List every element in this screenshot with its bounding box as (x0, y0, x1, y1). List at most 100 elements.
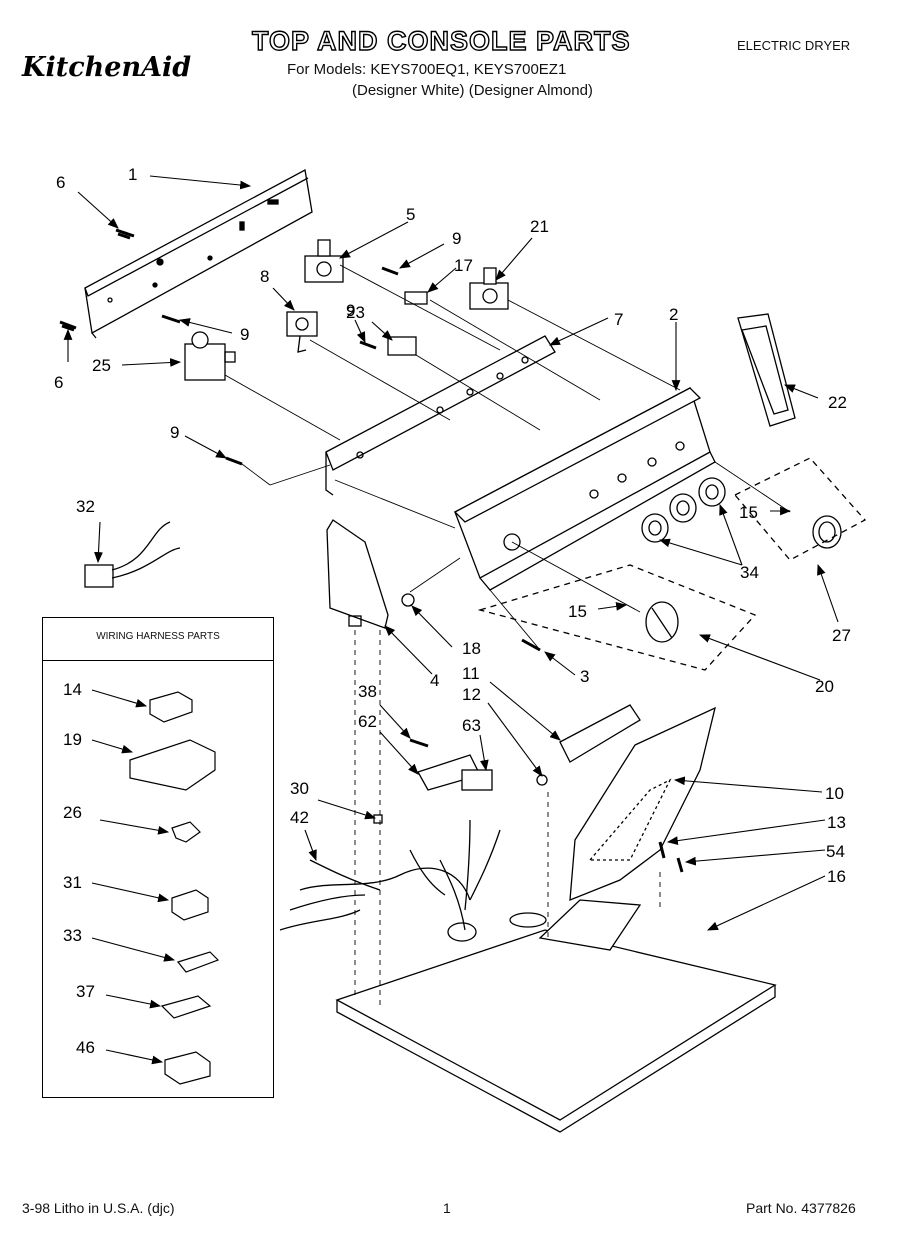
page-number: 1 (443, 1200, 451, 1216)
brand-logo: KitchenAid (22, 52, 192, 83)
callout-46: 46 (76, 1038, 95, 1057)
switch-part-5 (304, 239, 344, 283)
callout-9: 9 (346, 301, 355, 320)
end-cap-part-4 (326, 519, 389, 629)
wiring-harness-parts-title: WIRING HARNESS PARTS (96, 631, 220, 642)
callout-5: 5 (406, 205, 415, 224)
callout-4: 4 (430, 671, 439, 690)
callout-23: 23 (346, 303, 365, 322)
page-title: TOP AND CONSOLE PARTS (251, 25, 631, 56)
connector-lines (224, 264, 791, 651)
callout-19: 19 (63, 730, 82, 749)
connector-part-46 (164, 1051, 211, 1085)
callout-13: 13 (827, 813, 846, 832)
connector-part-37 (160, 995, 212, 1019)
knob-part-20 (645, 601, 679, 643)
bracket-part-11 (559, 704, 641, 763)
screw-part-9 (381, 266, 399, 276)
connector-part-31 (171, 889, 209, 921)
grille-part-10 (569, 706, 716, 901)
callout-20: 20 (815, 677, 834, 696)
timer-part-25 (184, 331, 236, 381)
knob-bezel-part-34 (641, 477, 726, 543)
callout-38: 38 (358, 682, 377, 701)
callout-11: 11 (462, 664, 480, 683)
callout-2: 2 (669, 305, 678, 324)
callout-30: 30 (290, 779, 309, 798)
callout-42: 42 (290, 808, 309, 827)
callout-63: 63 (462, 716, 481, 735)
wire-part-32 (84, 521, 181, 588)
screw-part-13 (658, 841, 666, 859)
top-panel-part-16 (335, 899, 777, 1133)
knob-group-outline-20 (477, 564, 757, 671)
wiring-harness-parts-box (42, 617, 274, 1098)
callout-32: 32 (76, 497, 95, 516)
callout-15: 15 (739, 503, 758, 522)
callout-15: 15 (568, 602, 587, 621)
clip-part-18 (401, 593, 415, 607)
callout-31: 31 (63, 873, 82, 892)
callout-9: 9 (452, 229, 461, 248)
callout-34: 34 (740, 563, 759, 582)
part-23 (387, 336, 417, 356)
callout-27: 27 (832, 626, 851, 645)
callout-12: 12 (462, 685, 481, 704)
screw-part-9 (225, 456, 243, 466)
callout-labels: 1 2 3 4 5 6 6 7 8 9 9 9 9 10 11 12 13 14… (54, 165, 851, 1057)
screw-part-9 (161, 314, 181, 324)
model-colors: (Designer White) (Designer Almond) (352, 82, 593, 99)
screw-part-3 (521, 638, 541, 652)
callout-1: 1 (128, 165, 137, 184)
callout-10: 10 (825, 784, 844, 803)
callout-9: 9 (240, 325, 249, 344)
part-number: Part No. 4377826 (746, 1200, 856, 1216)
part-63 (461, 769, 493, 791)
callout-17: 17 (454, 256, 473, 275)
screw-part-54 (676, 857, 684, 873)
harness-title-divider (42, 660, 274, 661)
callout-7: 7 (614, 310, 623, 329)
connector-part-19 (129, 739, 216, 791)
part-12 (536, 774, 548, 786)
control-panel-plate (84, 168, 313, 339)
callout-25: 25 (92, 356, 111, 375)
callout-18: 18 (462, 639, 481, 658)
connector-part-14 (149, 691, 193, 723)
screw-part-38 (409, 738, 429, 748)
bracket-part-17 (404, 291, 428, 305)
callout-26: 26 (63, 803, 82, 822)
callout-21: 21 (530, 217, 549, 236)
callout-62: 62 (358, 712, 377, 731)
callout-3: 3 (580, 667, 589, 686)
harness-parts-illustrations (129, 691, 220, 1085)
callout-37: 37 (76, 982, 95, 1001)
switch-part-21 (469, 267, 509, 310)
callout-8: 8 (260, 267, 269, 286)
callout-54: 54 (826, 842, 845, 861)
callout-16: 16 (827, 867, 846, 886)
callout-9: 9 (170, 423, 179, 442)
knob-group-outline-27 (733, 457, 867, 561)
terminal-part-33 (176, 951, 220, 973)
screw-part-9 (359, 340, 377, 350)
assembly-guide-lines (354, 630, 661, 1010)
callout-33: 33 (63, 926, 82, 945)
switch-part-8 (286, 311, 318, 353)
callout-arrows (63, 175, 839, 1065)
callout-6: 6 (56, 173, 65, 192)
model-numbers: For Models: KEYS700EQ1, KEYS700EZ1 (287, 61, 567, 78)
product-type: ELECTRIC DRYER (737, 38, 851, 53)
clip-part-30 (373, 814, 383, 824)
connector-part-26 (171, 821, 201, 843)
callout-6: 6 (54, 373, 63, 392)
console-part-2 (453, 387, 716, 591)
end-cap-part-22 (737, 313, 796, 427)
callout-22: 22 (828, 393, 847, 412)
console-bracket-part-7 (325, 335, 556, 496)
wiring-harness-part-42 (279, 819, 501, 931)
callout-14: 14 (63, 680, 82, 699)
footer-litho: 3-98 Litho in U.S.A. (djc) (22, 1200, 175, 1216)
knob-part-27 (812, 515, 842, 549)
